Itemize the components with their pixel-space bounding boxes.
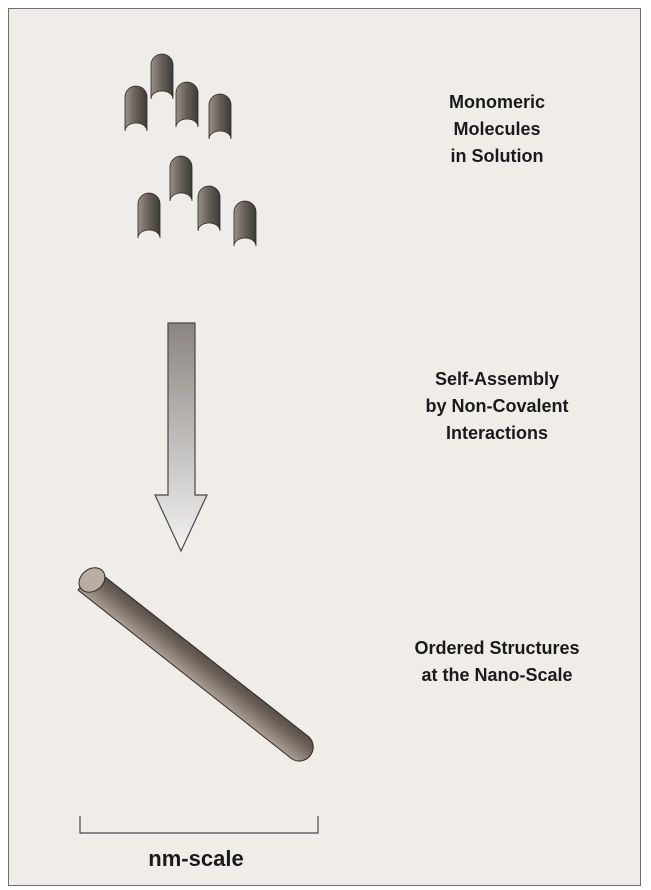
scale-bar-label: nm-scale xyxy=(148,846,244,871)
scale-bar xyxy=(79,816,319,834)
down-arrow-icon xyxy=(154,322,208,553)
monomer-icon xyxy=(175,81,199,128)
diagram-frame xyxy=(8,8,641,886)
monomer-icon xyxy=(137,192,161,239)
self-assembly-label: Self-Assembly by Non-Covalent Interactio… xyxy=(425,369,569,443)
monomer-icon xyxy=(150,53,174,100)
monomer-icon xyxy=(124,85,148,132)
nanorod-icon xyxy=(77,567,314,762)
monomer-cluster-upper xyxy=(124,53,232,140)
monomer-icon xyxy=(233,200,257,247)
monomer-cluster-lower xyxy=(137,155,257,247)
monomers-label: Monomeric Molecules in Solution xyxy=(448,92,545,166)
monomer-icon xyxy=(208,93,232,140)
monomer-icon xyxy=(169,155,193,202)
ordered-structures-label: Ordered Structures at the Nano-Scale xyxy=(414,638,580,685)
monomer-icon xyxy=(197,185,221,232)
